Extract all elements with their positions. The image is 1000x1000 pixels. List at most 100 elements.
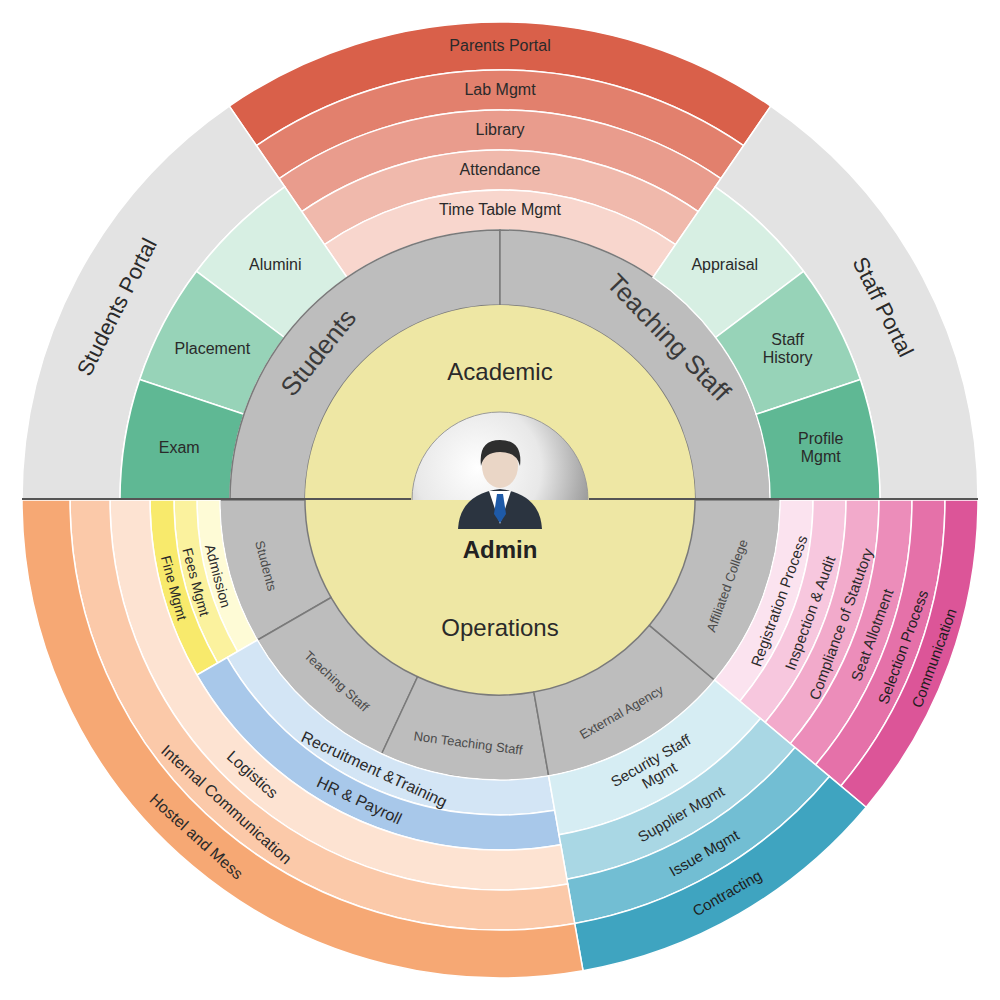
arc-segment: [500, 230, 770, 500]
divider-line: [589, 498, 978, 500]
arc-segment: [324, 190, 675, 277]
arc-segment: [110, 500, 568, 890]
segment-label: Attendance: [460, 161, 541, 179]
suit-body: [458, 489, 542, 529]
segment-label: Students: [275, 304, 363, 403]
arc-segment: [765, 500, 879, 744]
segment-label: Logistics: [223, 747, 282, 802]
arc-segment: [653, 187, 804, 338]
segment-label: Students: [251, 539, 279, 592]
arc-segment: [715, 106, 978, 500]
segment-label: Internal Communication: [157, 741, 295, 868]
segment-label: Communication: [908, 606, 960, 710]
segment-label: Fees Mgmt: [179, 546, 213, 618]
admin-person-icon: [458, 440, 542, 529]
arc-segment: [70, 500, 575, 930]
arc-segment: [716, 271, 861, 414]
segment-label: Hostel and Mess: [146, 791, 247, 884]
arc-segment: [256, 70, 743, 179]
segment-label: Alumini: [249, 256, 301, 274]
arc-segment: [382, 677, 549, 780]
segment-label: Registration Process: [747, 533, 811, 669]
arc-segment: [575, 776, 867, 970]
segment-label: Non Teaching Staff: [413, 729, 523, 758]
segment-label: Students Portal: [72, 234, 162, 380]
segment-label: Admin: [463, 536, 538, 564]
hair: [481, 440, 521, 466]
segment-label: Operations: [441, 614, 558, 642]
arc-segment: [740, 500, 846, 722]
segment-label: Library: [476, 121, 525, 139]
arc-segment: [841, 500, 978, 807]
segment-label: Exam: [159, 439, 200, 457]
arc-segment: [227, 640, 554, 815]
arc-segment: [174, 500, 238, 663]
arc-segment: [140, 271, 285, 414]
arc-segment: [120, 379, 244, 500]
segment-label: Academic: [447, 358, 552, 386]
arc-segment: [258, 598, 418, 754]
segment-label: Time Table Mgmt: [439, 201, 561, 219]
arc-segment: [230, 230, 500, 500]
tie: [494, 494, 506, 523]
head: [482, 444, 518, 488]
segment-label: Inspection & Audit: [781, 553, 838, 672]
segment-label: Issue Mgmt: [666, 826, 742, 880]
arc-segment: [150, 500, 218, 675]
arc-segment: [197, 500, 258, 652]
arc-segment: [549, 680, 761, 835]
arc-segment: [220, 500, 331, 640]
arc-segment: [229, 22, 770, 146]
